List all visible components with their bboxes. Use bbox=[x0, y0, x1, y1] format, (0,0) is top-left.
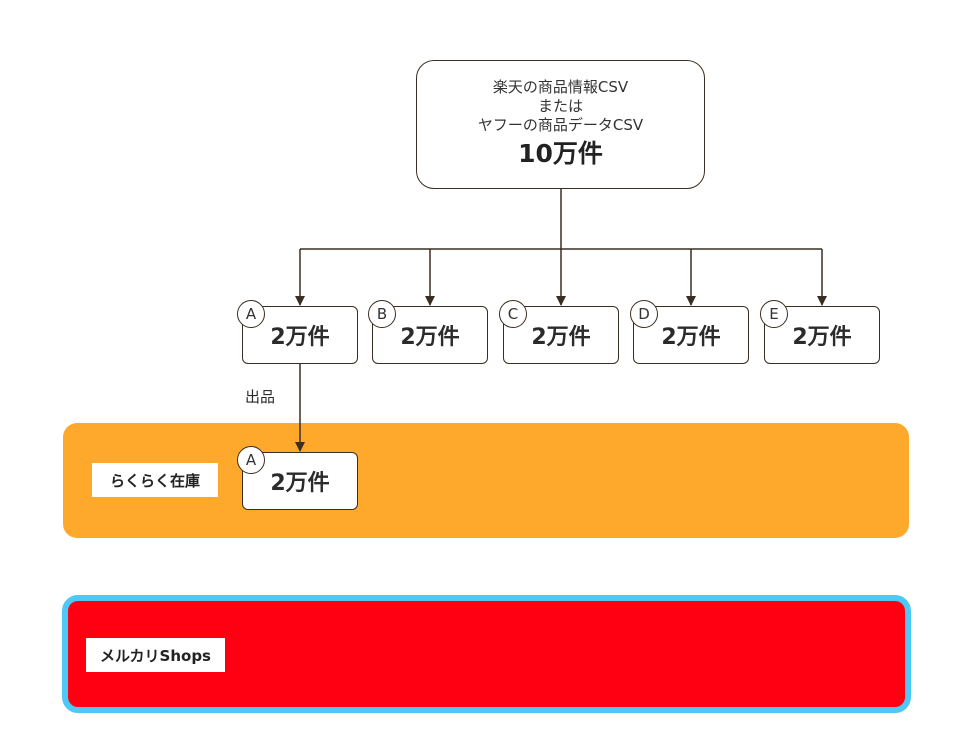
split-badge-e: E bbox=[760, 300, 788, 328]
split-count: 2万件 bbox=[792, 325, 852, 350]
split-count: 2万件 bbox=[400, 325, 460, 350]
split-badge-b: B bbox=[368, 300, 396, 328]
split-count: 2万件 bbox=[270, 325, 330, 350]
source-line-1: 楽天の商品情報CSV bbox=[492, 78, 629, 96]
mercari-shops-label: メルカリShops bbox=[86, 638, 225, 672]
rakuraku-item-count: 2万件 bbox=[270, 471, 330, 496]
split-count: 2万件 bbox=[661, 325, 721, 350]
split-badge-d: D bbox=[630, 300, 658, 328]
source-csv-box: 楽天の商品情報CSV または ヤフーの商品データCSV 10万件 bbox=[416, 60, 705, 189]
source-line-3: ヤフーの商品データCSV bbox=[477, 116, 644, 134]
listing-edge-label: 出品 bbox=[245, 388, 276, 406]
source-line-2: または bbox=[537, 97, 583, 115]
split-badge-c: C bbox=[499, 300, 527, 328]
rakuraku-item-badge: A bbox=[237, 446, 265, 474]
source-total: 10万件 bbox=[518, 139, 603, 168]
rakuraku-zaiko-label: らくらく在庫 bbox=[92, 463, 218, 497]
split-badge-a: A bbox=[237, 300, 265, 328]
split-count: 2万件 bbox=[531, 325, 591, 350]
